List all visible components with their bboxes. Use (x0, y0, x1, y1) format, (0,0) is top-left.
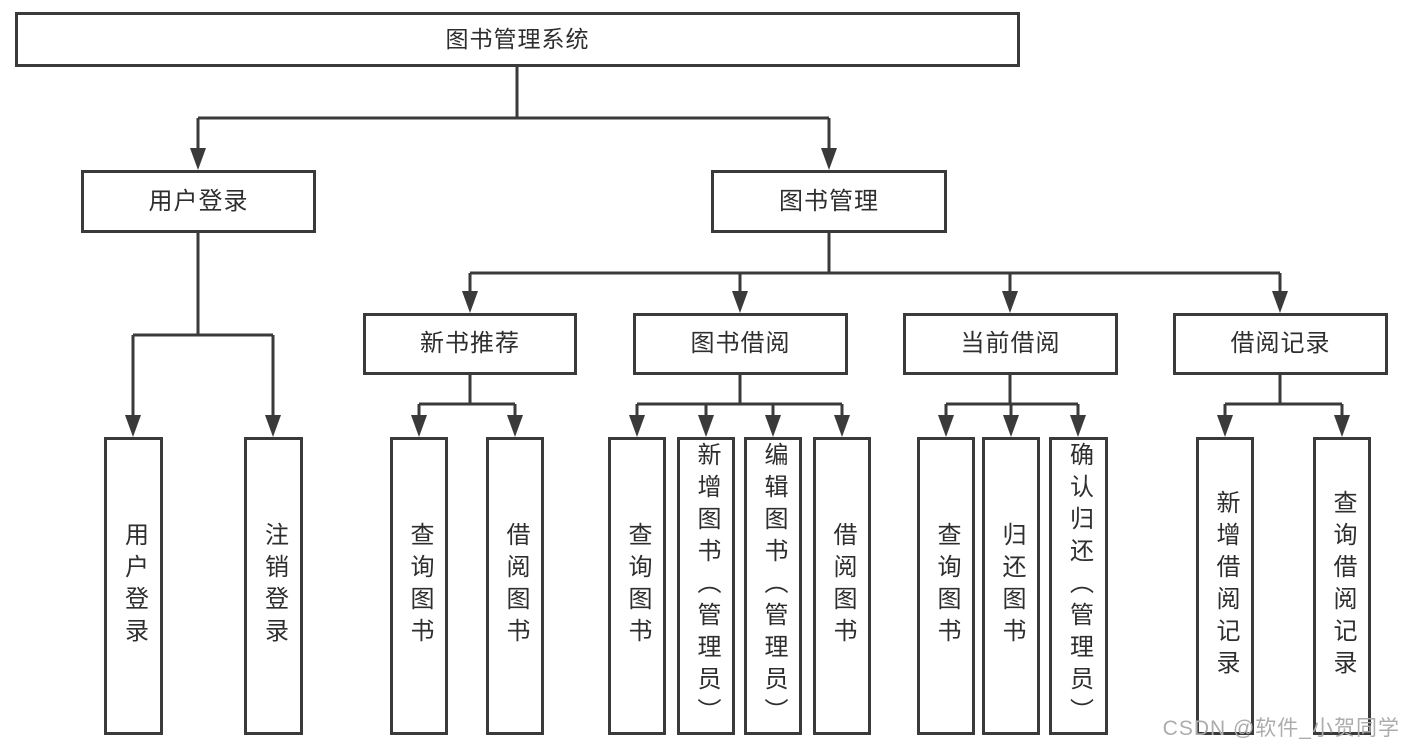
leaf-query-borrow-record: 查询借阅记录 (1313, 437, 1371, 735)
node-current-borrow: 当前借阅 (903, 313, 1118, 375)
leaf-query-books-recommend: 查询图书 (390, 437, 448, 735)
node-new-book-recommend: 新书推荐 (363, 313, 577, 375)
node-user-login: 用户登录 (81, 170, 316, 233)
connector-user-login-children (125, 233, 281, 437)
leaf-add-books-admin-label: 新增图书（管理员） (693, 442, 720, 730)
node-book-management: 图书管理 (711, 170, 947, 233)
leaf-query-books-borrow-label: 查询图书 (624, 522, 651, 650)
arrowhead (1217, 415, 1233, 437)
leaf-confirm-return-admin-label: 确认归还（管理员） (1065, 442, 1093, 730)
arrowhead (834, 415, 850, 437)
leaf-query-books-borrow: 查询图书 (608, 437, 666, 735)
leaf-add-books-admin: 新增图书（管理员） (677, 437, 735, 735)
arrowhead (629, 415, 645, 437)
connector-current-borrow-children (938, 375, 1086, 437)
arrowhead (765, 415, 781, 437)
arrowhead (462, 291, 478, 313)
leaf-logout: 注销登录 (244, 437, 303, 735)
arrowhead (1334, 415, 1350, 437)
leaf-query-borrow-record-label: 查询借阅记录 (1329, 490, 1356, 682)
leaf-borrow-books-recommend-label: 借阅图书 (502, 522, 529, 650)
arrowhead (938, 415, 954, 437)
arrowhead (821, 148, 837, 170)
connector-root-to-level1 (190, 67, 837, 170)
leaf-return-books-label: 归还图书 (998, 522, 1025, 650)
leaf-query-books-recommend-label: 查询图书 (406, 522, 433, 650)
arrowhead (190, 148, 206, 170)
node-borrow-records: 借阅记录 (1173, 313, 1388, 375)
node-library-system: 图书管理系统 (15, 12, 1020, 67)
leaf-user-login: 用户登录 (104, 437, 163, 735)
node-current-borrow-label: 当前借阅 (960, 330, 1061, 357)
arrowhead (507, 415, 523, 437)
leaf-logout-label: 注销登录 (260, 522, 288, 650)
arrowhead (698, 415, 714, 437)
arrowhead (265, 415, 281, 437)
arrowhead (732, 291, 748, 313)
node-user-login-label: 用户登录 (148, 187, 249, 215)
leaf-query-books-current: 查询图书 (917, 437, 975, 735)
leaf-edit-books-admin: 编辑图书（管理员） (744, 437, 802, 735)
connector-book-borrow-children (629, 375, 850, 437)
node-library-system-label: 图书管理系统 (445, 26, 590, 52)
leaf-add-borrow-record: 新增借阅记录 (1196, 437, 1254, 735)
node-book-borrow: 图书借阅 (633, 313, 848, 375)
arrowhead (1002, 291, 1018, 313)
connector-book-management-children (462, 233, 1288, 313)
node-new-book-recommend-label: 新书推荐 (420, 330, 520, 357)
node-book-borrow-label: 图书借阅 (690, 330, 791, 357)
node-borrow-records-label: 借阅记录 (1230, 330, 1331, 357)
connector-borrow-records-children (1217, 375, 1350, 437)
connector-new-book-children (411, 375, 523, 437)
node-book-management-label: 图书管理 (779, 187, 879, 215)
leaf-borrow-books-label: 借阅图书 (829, 522, 856, 650)
arrowhead (411, 415, 427, 437)
leaf-edit-books-admin-label: 编辑图书（管理员） (760, 442, 787, 730)
csdn-watermark: CSDN @软件_小贺同学 (1162, 717, 1400, 740)
arrowhead (1070, 415, 1086, 437)
leaf-borrow-books: 借阅图书 (813, 437, 871, 735)
leaf-borrow-books-recommend: 借阅图书 (486, 437, 544, 735)
leaf-confirm-return-admin: 确认归还（管理员） (1049, 437, 1108, 735)
leaf-add-borrow-record-label: 新增借阅记录 (1212, 490, 1239, 682)
arrowhead (1272, 291, 1288, 313)
leaf-user-login-label: 用户登录 (120, 522, 148, 650)
leaf-query-books-current-label: 查询图书 (933, 522, 960, 650)
arrowhead (125, 415, 141, 437)
leaf-return-books: 归还图书 (982, 437, 1040, 735)
arrowhead (1003, 415, 1019, 437)
